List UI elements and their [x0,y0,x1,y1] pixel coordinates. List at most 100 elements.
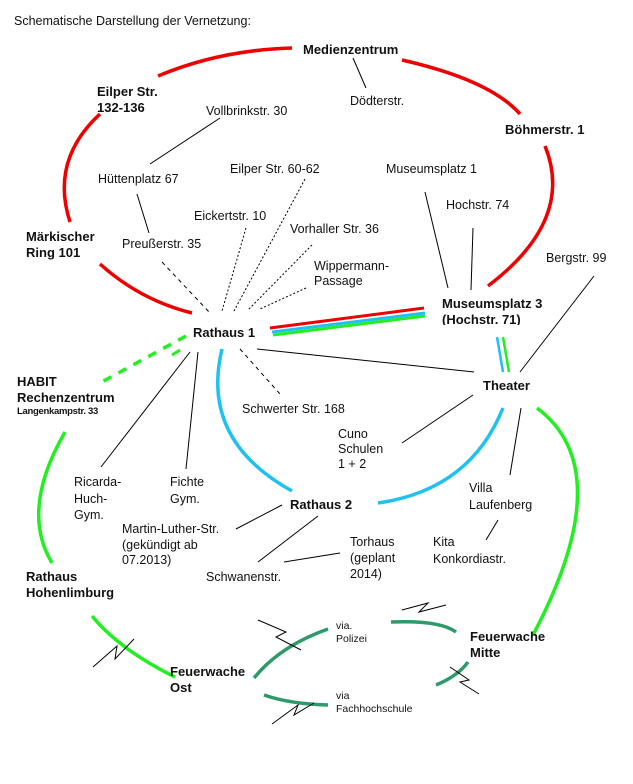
site-doedterstr: Dödterstr. [350,94,405,108]
site-wippermann: Wippermann- Passage [314,259,389,289]
site-line: Gym. [170,491,200,506]
node-habit: HABIT Rechenzentrum Langenkampstr. 33 [17,374,115,418]
site-vorhaller: Vorhaller Str. 36 [290,222,379,236]
line-hochstr74 [470,227,474,291]
lightning-icon [271,702,315,725]
site-line: Torhaus [350,535,395,549]
site-martin-luther: Martin-Luther-Str. (gekündigt ab 07.2013… [122,522,219,569]
node-line: 132-136 [97,100,145,113]
site-line: Ricarda- [74,475,122,489]
line-eilper60-rathaus1 [233,178,306,312]
site-line: Fichte [170,475,205,489]
radio-arc-ost-fh [263,693,329,707]
line-wippermann-rathaus1 [259,287,307,310]
radio-links [252,619,470,707]
node-medienzentrum: Medienzentrum [303,42,399,57]
lightning-icon [449,666,480,695]
site-line: via [336,690,350,702]
blue-link-rathaus1-museum [271,311,426,334]
site-line: Huch- [74,491,108,506]
site-line: (gekündigt ab [122,537,198,552]
node-maerkischer-ring: Märkischer Ring 101 [26,229,95,260]
node-line: HABIT [17,374,57,389]
line-preusser-rathaus1 [161,261,211,314]
green-arc-theater-mitte [531,406,580,636]
site-line: Kita [433,535,455,549]
blue-ring [216,311,505,505]
red-arc-eilper-maerkisch [62,112,102,223]
node-rathaus1: Rathaus 1 [193,325,256,340]
connector-lines [100,57,595,563]
site-line: Fachhochschule [336,703,413,715]
node-line: Eilper Str. [97,84,158,99]
node-line: Rathaus [26,569,78,584]
green-link-museum-theater [501,336,511,373]
node-line: Mitte [470,645,501,658]
blue-arc-rathaus1-rathaus2 [216,348,293,493]
lightning-icon [257,619,302,651]
node-line: Feuerwache [470,629,546,644]
site-line: 2014) [350,567,382,581]
red-arc-medien-boehmer [401,58,522,116]
red-link-rathaus1-museum [269,306,425,330]
site-via-fh: via Fachhochschule [336,690,412,716]
site-line: 1 + 2 [338,457,367,471]
green-arc-habit-hohenlimburg [37,431,67,564]
site-hochstr74: Hochstr. 74 [446,198,510,212]
node-museumsplatz3: Museumsplatz 3 (Hochstr. 71) [442,296,542,325]
site-line: Laufenberg [469,497,533,512]
line-villa-kita [485,519,499,541]
node-line: Ring 101 [26,245,81,260]
line-rathaus1-fichte [185,351,199,470]
node-address: Langenkampstr. 33 [17,406,98,417]
node-rathaus2: Rathaus 2 [290,497,353,512]
line-bergstr-theater [519,275,595,373]
node-line: Hohenlimburg [26,585,115,600]
site-line: via. [336,620,353,632]
radio-arc-ost-polizei [252,627,329,680]
diagram-title: Schematische Darstellung der Vernetzung: [14,14,251,28]
node-feuerwache-mitte: Feuerwache Mitte [470,629,545,658]
site-line: 07.2013) [122,553,172,567]
site-line: Schulen [338,442,384,456]
green-ring [37,314,580,679]
red-arc-boehmer-museum [486,145,555,288]
site-line: (geplant [350,551,396,565]
site-vollbrinkstr: Vollbrinkstr. 30 [206,104,288,118]
line-rathaus1-schwerter [239,348,281,395]
line-theater-villa [509,407,522,476]
node-boehmerstr: Böhmerstr. 1 [505,122,585,137]
red-arc-medien-eilper [157,46,293,78]
site-preusserstr: Preußerstr. 35 [122,237,202,251]
node-rathaus-hohenlimburg: Rathaus Hohenlimburg [26,569,114,601]
line-vorhaller-rathaus1 [247,244,313,311]
site-line: Polizei [336,633,367,645]
green-link-rathaus1-museum [272,314,426,337]
site-line: Villa [469,481,493,495]
site-ricarda: Ricarda- Huch- Gym. [74,474,121,524]
node-line: (Hochstr. 71) [442,312,521,325]
node-feuerwache-ost: Feuerwache Ost [170,664,245,693]
site-line: Gym. [74,508,104,522]
site-bergstr: Bergstr. 99 [546,251,607,265]
line-medien-doedter [352,57,367,89]
site-line: Martin-Luther-Str. [122,522,220,536]
line-rathaus1-ricarda [100,351,191,468]
site-eilper-60: Eilper Str. 60-62 [230,162,320,176]
radio-arc-fh-mitte [435,660,470,687]
site-via-polizei: via. Polizei [336,620,367,646]
radio-arc-polizei-mitte [390,619,458,634]
dotted-lines [161,178,313,395]
line-huetten-preusser [136,193,150,234]
line-vollbrink-huetten [149,117,221,165]
node-line: Märkischer [26,229,95,244]
green-link-rathaus1-small [171,348,181,357]
red-ring [62,46,555,330]
site-eickertstr: Eickertstr. 10 [194,209,267,223]
site-cuno: Cuno Schulen 1 + 2 [338,427,383,472]
lightning-icon [401,602,447,613]
blue-link-museum-theater [495,336,505,373]
line-theater-cuno [401,394,474,444]
site-schwanenstr: Schwanenstr. [206,570,282,584]
